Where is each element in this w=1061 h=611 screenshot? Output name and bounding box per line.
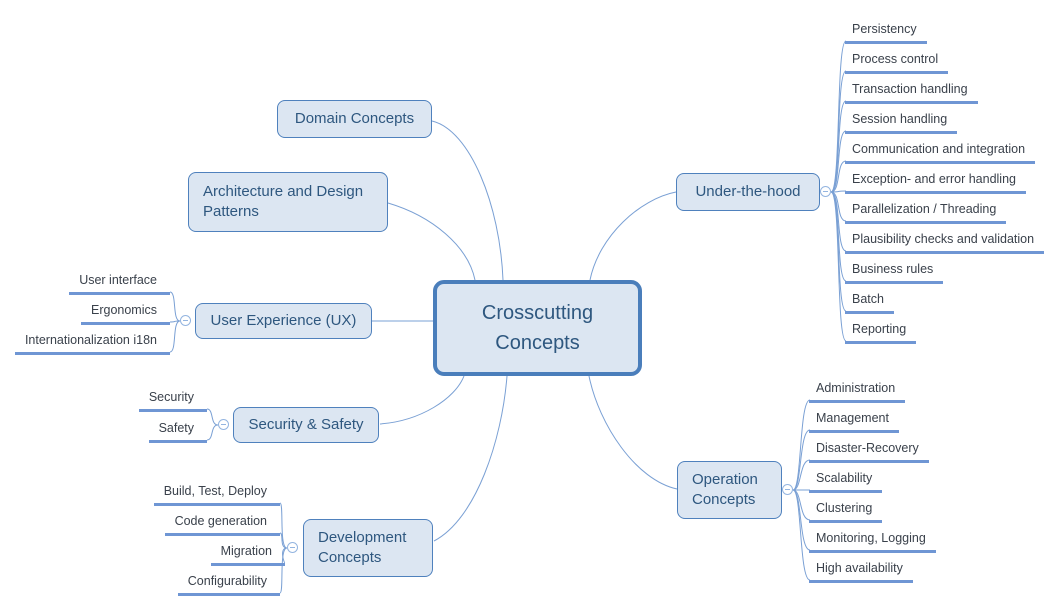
leaf-plausibility-checks-and-validation[interactable]: Plausibility checks and validation [845,232,1045,254]
leaf-safety[interactable]: Safety [148,421,207,443]
leaf-reporting[interactable]: Reporting [845,322,917,344]
leaf-user-interface[interactable]: User interface [69,273,170,295]
leaf-security[interactable]: Security [138,390,207,412]
leaf-exception-and-error-handling[interactable]: Exception- and error handling [845,172,1026,194]
leaf-clustering[interactable]: Clustering [809,501,883,523]
leaf-transaction-handling[interactable]: Transaction handling [845,82,978,104]
node-user-experience[interactable]: User Experience (UX) [195,303,372,339]
collapse-toggle-security-safety[interactable] [218,419,229,430]
leaf-high-availability[interactable]: High availability [809,561,913,583]
node-under-the-hood[interactable]: Under-the-hood [676,173,820,211]
leaf-parallelization-threading[interactable]: Parallelization / Threading [845,202,1007,224]
leaf-scalability[interactable]: Scalability [809,471,883,493]
node-architecture-and-design-patterns[interactable]: Architecture and Design Patterns [188,172,388,232]
collapse-toggle-development-concepts[interactable] [287,542,298,553]
collapse-toggle-operation-concepts[interactable] [782,484,793,495]
leaf-ergonomics[interactable]: Ergonomics [81,303,170,325]
minus-icon [183,320,188,321]
leaf-session-handling[interactable]: Session handling [845,112,958,134]
node-development-concepts[interactable]: Development Concepts [303,519,433,577]
root-node-crosscutting-concepts[interactable]: Crosscutting Concepts [433,280,642,376]
leaf-administration[interactable]: Administration [809,381,906,403]
leaf-migration[interactable]: Migration [210,544,285,566]
minus-icon [290,547,295,548]
minus-icon [823,191,828,192]
leaf-code-generation[interactable]: Code generation [164,514,280,536]
node-security-safety[interactable]: Security & Safety [233,407,379,443]
collapse-toggle-user-experience[interactable] [180,315,191,326]
leaf-internationalization-i18n[interactable]: Internationalization i18n [14,333,170,355]
leaf-communication-and-integration[interactable]: Communication and integration [845,142,1036,164]
leaf-configurability[interactable]: Configurability [177,574,280,596]
leaf-batch[interactable]: Batch [845,292,894,314]
leaf-disaster-recovery[interactable]: Disaster-Recovery [809,441,929,463]
leaf-monitoring-logging[interactable]: Monitoring, Logging [809,531,936,553]
leaf-business-rules[interactable]: Business rules [845,262,944,284]
leaf-persistency[interactable]: Persistency [845,22,927,44]
minus-icon [785,489,790,490]
minus-icon [221,424,226,425]
node-domain-concepts[interactable]: Domain Concepts [277,100,432,138]
leaf-management[interactable]: Management [809,411,899,433]
node-operation-concepts[interactable]: Operation Concepts [677,461,782,519]
collapse-toggle-under-the-hood[interactable] [820,186,831,197]
leaf-process-control[interactable]: Process control [845,52,949,74]
leaf-build-test-deploy[interactable]: Build, Test, Deploy [153,484,280,506]
